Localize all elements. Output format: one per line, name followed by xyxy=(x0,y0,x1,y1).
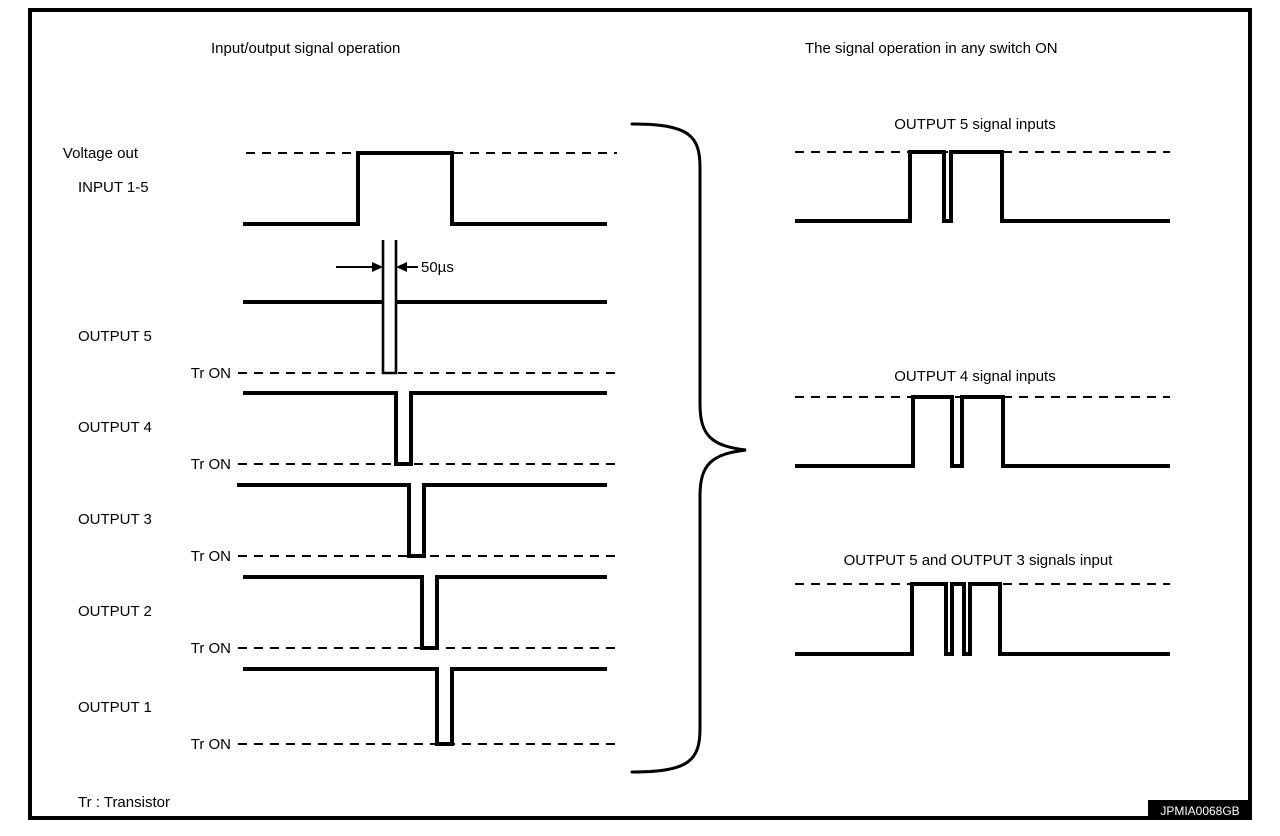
tr-on-ref-label-output-5: Tr ON xyxy=(191,365,231,382)
channel-label-input-1-5: INPUT 1-5 xyxy=(78,179,149,196)
channel-label-output-3: OUTPUT 3 xyxy=(78,511,152,528)
voltage-out-ref-label: Voltage out xyxy=(63,145,139,162)
figure-id-plate xyxy=(1148,800,1252,820)
waveform-output-5-pulse-walls xyxy=(381,240,398,375)
right-waveform-output-5 xyxy=(795,150,1170,223)
right-chart-output-5-and-3: OUTPUT 5 and OUTPUT 3 signals input xyxy=(795,552,1170,656)
channel-output-3: OUTPUT 3 Tr ON xyxy=(78,483,617,565)
grouping-brace xyxy=(630,122,747,774)
channel-input-1-5: Voltage out INPUT 1-5 xyxy=(63,145,617,226)
channel-output-1: OUTPUT 1 Tr ON xyxy=(78,667,617,753)
channel-output-4: OUTPUT 4 Tr ON xyxy=(78,391,617,473)
tr-on-ref-label-output-1: Tr ON xyxy=(191,736,231,753)
figure-border xyxy=(28,8,1252,820)
tr-on-ref-label-output-4: Tr ON xyxy=(191,456,231,473)
right-chart-title-output-5: OUTPUT 5 signal inputs xyxy=(894,116,1055,133)
left-panel: Voltage out INPUT 1-5 50µs OUTPUT 5 xyxy=(63,145,617,753)
right-chart-output-4: OUTPUT 4 signal inputs xyxy=(795,368,1170,468)
tr-on-ref-label-output-3: Tr ON xyxy=(191,548,231,565)
right-waveform-output-5-and-3 xyxy=(795,582,1170,656)
waveform-input-1-5 xyxy=(243,151,607,226)
channel-output-2: OUTPUT 2 Tr ON xyxy=(78,575,617,657)
right-chart-output-5: OUTPUT 5 signal inputs xyxy=(795,116,1170,223)
right-chart-title-output-5-and-3: OUTPUT 5 and OUTPUT 3 signals input xyxy=(844,552,1114,569)
channel-label-output-5: OUTPUT 5 xyxy=(78,328,152,345)
waveform-output-3 xyxy=(237,483,607,558)
tr-on-ref-label-output-2: Tr ON xyxy=(191,640,231,657)
right-waveform-output-4 xyxy=(795,395,1170,468)
right-panel: OUTPUT 5 signal inputs OUTPUT 4 signal i… xyxy=(795,116,1170,656)
dimension-arrowhead-left xyxy=(372,262,383,272)
channel-output-5: OUTPUT 5 Tr ON xyxy=(78,240,617,382)
figure-id-code: JPMIA0068GB xyxy=(1160,804,1239,818)
waveform-output-2 xyxy=(243,575,607,650)
dimension-arrowhead-right xyxy=(396,262,407,272)
channel-label-output-1: OUTPUT 1 xyxy=(78,699,152,716)
waveform-output-1 xyxy=(243,667,607,746)
waveform-output-4 xyxy=(243,391,607,466)
timing-annotation-text: 50µs xyxy=(421,259,454,276)
channel-label-output-2: OUTPUT 2 xyxy=(78,603,152,620)
channel-label-output-4: OUTPUT 4 xyxy=(78,419,152,436)
left-panel-header: Input/output signal operation xyxy=(211,40,400,57)
right-panel-header: The signal operation in any switch ON xyxy=(805,40,1058,57)
right-chart-title-output-4: OUTPUT 4 signal inputs xyxy=(894,368,1055,385)
footer-legend: Tr : Transistor xyxy=(78,794,170,811)
